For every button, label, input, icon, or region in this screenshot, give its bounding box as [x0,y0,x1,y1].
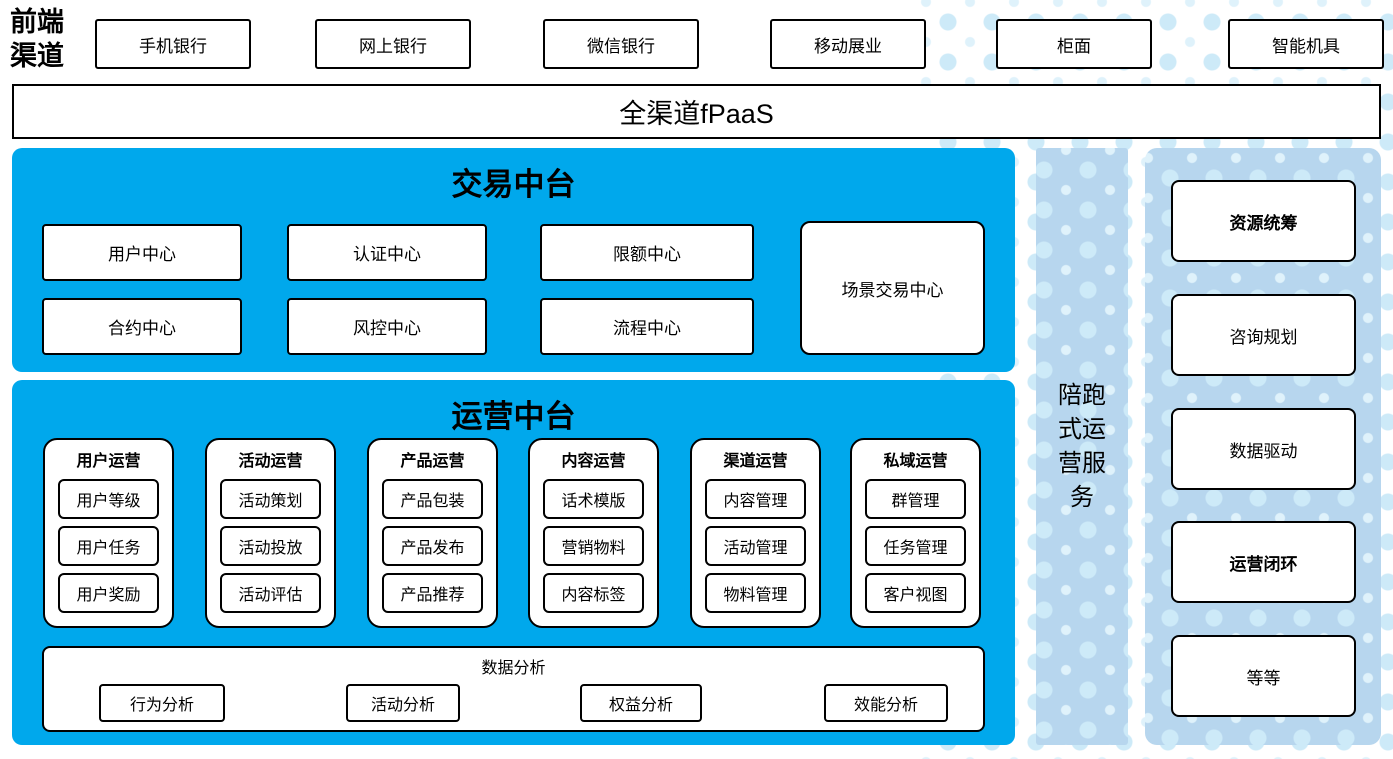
ops-group-item: 内容管理 [705,479,806,519]
ops-group-title: 产品运营 [400,453,465,470]
coaching-service-bar: 陪跑式运营服务 [1036,148,1128,745]
fpaas-bar: 全渠道fPaaS [12,84,1381,139]
ops-group-channel: 渠道运营 内容管理 活动管理 物料管理 [690,438,821,628]
front-channels-caption: 前端渠道 [10,7,64,72]
ops-group-title: 私域运营 [883,453,948,470]
ops-group-item: 产品发布 [382,526,483,566]
ops-group-item: 用户奖励 [58,573,159,613]
ops-group-item: 活动评估 [220,573,321,613]
ops-group-item: 用户任务 [58,526,159,566]
ops-group-item: 话术模版 [543,479,644,519]
center-box-user: 用户中心 [42,224,242,281]
ops-group-item: 产品包装 [382,479,483,519]
analytics-title: 数据分析 [481,660,546,677]
channel-box-mobile-banking: 手机银行 [95,19,251,69]
service-box-resource-planning: 资源统筹 [1171,180,1356,262]
ops-group-item: 群管理 [865,479,966,519]
center-box-contract: 合约中心 [42,298,242,355]
trade-platform-title: 交易中台 [451,167,576,203]
ops-group-private-domain: 私域运营 群管理 任务管理 客户视图 [850,438,981,628]
ops-group-title: 内容运营 [561,453,626,470]
service-box-etc: 等等 [1171,635,1356,717]
ops-group-title: 用户运营 [76,453,141,470]
ops-group-title: 渠道运营 [723,453,788,470]
ops-group-item: 活动策划 [220,479,321,519]
ops-group-item: 用户等级 [58,479,159,519]
channel-box-smart-devices: 智能机具 [1228,19,1384,69]
ops-platform-title: 运营中台 [451,399,576,435]
analytics-item-efficiency: 效能分析 [824,684,948,722]
service-box-consulting: 咨询规划 [1171,294,1356,376]
service-box-ops-loop: 运营闭环 [1171,521,1356,603]
ops-group-item: 营销物料 [543,526,644,566]
ops-group-item: 内容标签 [543,573,644,613]
analytics-box: 数据分析 行为分析 活动分析 权益分析 效能分析 [42,646,985,732]
center-box-scene-trade: 场景交易中心 [800,221,985,355]
channel-box-counter: 柜面 [996,19,1152,69]
center-box-limit: 限额中心 [540,224,754,281]
services-panel: 资源统筹 咨询规划 数据驱动 运营闭环 等等 [1145,148,1381,745]
center-box-process: 流程中心 [540,298,754,355]
ops-group-activity: 活动运营 活动策划 活动投放 活动评估 [205,438,336,628]
coaching-service-label: 陪跑式运营服务 [1058,381,1106,511]
analytics-item-behavior: 行为分析 [99,684,225,722]
ops-group-item: 物料管理 [705,573,806,613]
ops-group-title: 活动运营 [238,453,303,470]
trade-platform-block: 交易中台 用户中心 认证中心 限额中心 合约中心 风控中心 流程中心 场景交易中… [12,148,1015,372]
ops-group-item: 活动管理 [705,526,806,566]
ops-group-item: 客户视图 [865,573,966,613]
ops-group-item: 活动投放 [220,526,321,566]
center-box-risk: 风控中心 [287,298,487,355]
ops-group-item: 任务管理 [865,526,966,566]
ops-group-user: 用户运营 用户等级 用户任务 用户奖励 [43,438,174,628]
analytics-item-benefit: 权益分析 [580,684,702,722]
analytics-item-activity: 活动分析 [346,684,460,722]
ops-group-content: 内容运营 话术模版 营销物料 内容标签 [528,438,659,628]
ops-group-product: 产品运营 产品包装 产品发布 产品推荐 [367,438,498,628]
service-box-data-driven: 数据驱动 [1171,408,1356,490]
channel-box-online-banking: 网上银行 [315,19,471,69]
ops-platform-block: 运营中台 用户运营 用户等级 用户任务 用户奖励 活动运营 活动策划 活动投放 … [12,380,1015,745]
channel-box-wechat-banking: 微信银行 [543,19,699,69]
ops-group-item: 产品推荐 [382,573,483,613]
channel-box-mobile-outreach: 移动展业 [770,19,926,69]
center-box-auth: 认证中心 [287,224,487,281]
